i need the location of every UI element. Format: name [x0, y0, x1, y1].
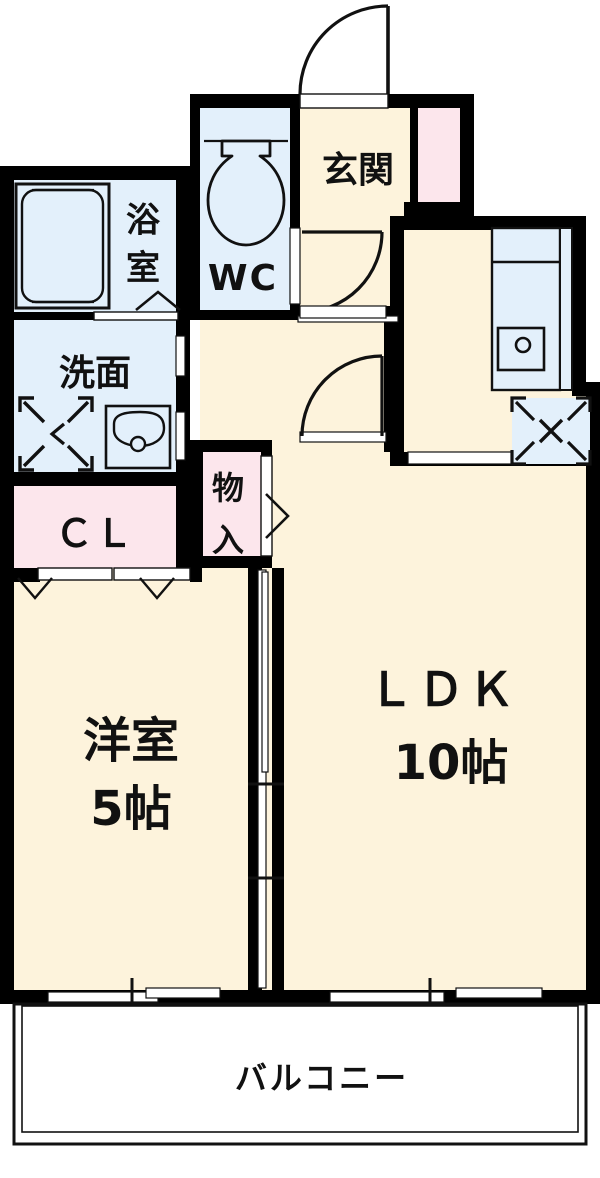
label-wc: WC [208, 258, 278, 299]
entrance-door-swing[interactable] [298, 4, 390, 95]
bathtub-icon [14, 182, 111, 310]
ldk-washing-machine-pan-icon [510, 396, 592, 466]
room-labels: 浴 室 WC 玄関 洗面 ＣＬ 物 入 洋室 5帖 ＬＤＫ 10帖 バルコニー [55, 150, 518, 1097]
label-storage-line1: 物 [212, 469, 244, 507]
balcony-inner-outline [21, 1005, 579, 1133]
bathroom-folding-door-chevron[interactable] [135, 290, 181, 312]
closet-folding-doors[interactable] [17, 567, 191, 600]
corridor-door-swing[interactable] [300, 354, 384, 437]
label-bedroom: 洋室 [83, 713, 179, 769]
wall-outer-left [0, 180, 14, 1000]
ldk-fill [262, 452, 586, 990]
label-storage-line2: 入 [212, 521, 244, 559]
label-bathroom-line2: 室 [126, 249, 160, 289]
wall-closet-right [176, 486, 190, 568]
wall-wc-bottom [190, 310, 300, 320]
wall-bathroom-right [176, 166, 190, 312]
bedroom-fill [14, 568, 262, 990]
corridor-opening-top [299, 305, 387, 319]
washroom-door-opening-bottom[interactable] [175, 411, 186, 461]
kitchen-sink-counter-icon [490, 226, 573, 392]
wall-closet-bottom-r [190, 568, 202, 582]
storage-fill [203, 450, 261, 568]
toilet-icon [204, 139, 288, 247]
wall-storage-top [190, 440, 272, 452]
fixtures [14, 139, 592, 472]
label-bedroom-area: 5帖 [90, 781, 171, 837]
label-ldk-area: 10帖 [394, 735, 509, 791]
storage-folding-door[interactable] [260, 455, 290, 557]
kitchen-opening-bottom [407, 451, 519, 465]
wall-corridor-right [384, 320, 396, 452]
label-closet: ＣＬ [55, 512, 135, 556]
label-washroom: 洗面 [59, 353, 131, 394]
balcony-area [12, 1002, 588, 1146]
wall-entrance-bottom-right [404, 202, 474, 216]
label-ldk: ＬＤＫ [368, 663, 518, 717]
wall-entrance-right [460, 94, 474, 216]
bathroom-door-opening[interactable] [93, 311, 179, 321]
balcony-sliding-doors[interactable] [47, 978, 543, 1006]
openings [17, 4, 543, 1006]
vanity-sink-icon [104, 404, 172, 470]
room-partition-sliding[interactable] [248, 569, 284, 989]
wall-washroom-bottom [0, 472, 190, 486]
closet-fill [14, 486, 190, 568]
wall-wc-right [290, 94, 300, 320]
wall-storage-right-top [261, 440, 272, 456]
wall-closet-bottom-l [0, 568, 40, 582]
wall-bathroom-top [0, 166, 190, 180]
washroom-door-opening-top[interactable] [175, 335, 186, 377]
label-balcony: バルコニー [235, 1059, 409, 1097]
wall-kitchen-right [572, 216, 586, 382]
wall-partition-right-post [272, 568, 284, 990]
wall-kitchen-top [404, 216, 586, 230]
wall-storage-bottom [190, 556, 272, 568]
wall-entrance-closet-divider [410, 108, 418, 216]
entrance-door-opening[interactable] [299, 93, 389, 109]
corridor-door-opening[interactable] [299, 431, 387, 443]
wall-storage-left [190, 440, 203, 568]
wc-door-opening[interactable] [289, 227, 301, 305]
wall-wc-left [190, 94, 200, 320]
label-entrance: 玄関 [322, 150, 394, 191]
label-bathroom-line1: 浴 [126, 201, 161, 241]
wall-outer-right [586, 452, 600, 1004]
washing-machine-pan-icon [18, 396, 94, 472]
